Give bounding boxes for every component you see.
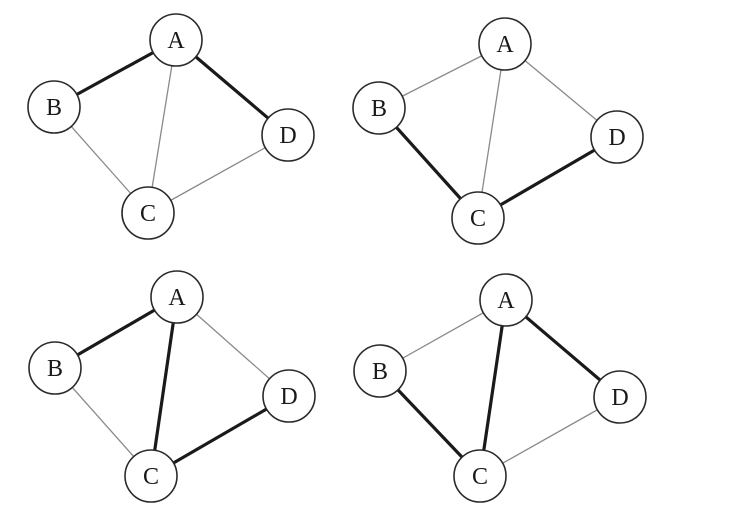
node-c-label: C xyxy=(470,206,486,232)
node-b-label: B xyxy=(46,95,62,121)
edge-a-c-highlighted xyxy=(149,295,179,478)
node-d-label: D xyxy=(608,125,625,151)
node-b-label: B xyxy=(47,356,63,382)
node-a-circle xyxy=(479,273,533,327)
node-c-circle xyxy=(121,186,175,240)
node-b-circle xyxy=(27,80,81,134)
node-d-label: D xyxy=(611,385,628,411)
node-c-circle xyxy=(453,449,507,503)
node-d-label: D xyxy=(279,123,296,149)
node-d-circle xyxy=(262,369,316,423)
node-c-label: C xyxy=(143,464,159,490)
graph-panel: A B C D xyxy=(27,13,315,240)
graph-panel: A B C D xyxy=(28,270,316,503)
graph-panel: A B C D xyxy=(353,273,647,503)
node-b-label: B xyxy=(371,96,387,122)
graph-panel: A B C D xyxy=(352,17,644,245)
node-d-circle xyxy=(261,108,315,162)
node-d-circle xyxy=(593,370,647,424)
node-c-label: C xyxy=(140,201,156,227)
edge-a-c xyxy=(477,43,506,219)
node-b-label: B xyxy=(372,359,388,385)
node-b-circle xyxy=(28,341,82,395)
edge-a-c-highlighted xyxy=(478,298,508,478)
node-b-circle xyxy=(353,344,407,398)
node-a-label: A xyxy=(496,32,514,58)
node-a-circle xyxy=(478,17,532,71)
node-d-circle xyxy=(590,110,644,164)
node-c-circle xyxy=(451,191,505,245)
node-a-circle xyxy=(149,13,203,67)
graph-panels: A B C D A B C D A B C D A B C D xyxy=(27,13,647,503)
edge-a-c xyxy=(147,39,177,214)
node-c-circle xyxy=(124,449,178,503)
node-a-circle xyxy=(150,270,204,324)
node-a-label: A xyxy=(168,285,186,311)
edge-c-d-highlighted xyxy=(476,135,619,220)
node-c-label: C xyxy=(472,464,488,490)
node-a-label: A xyxy=(497,288,515,314)
node-a-label: A xyxy=(167,28,185,54)
node-d-label: D xyxy=(280,384,297,410)
node-b-circle xyxy=(352,81,406,135)
